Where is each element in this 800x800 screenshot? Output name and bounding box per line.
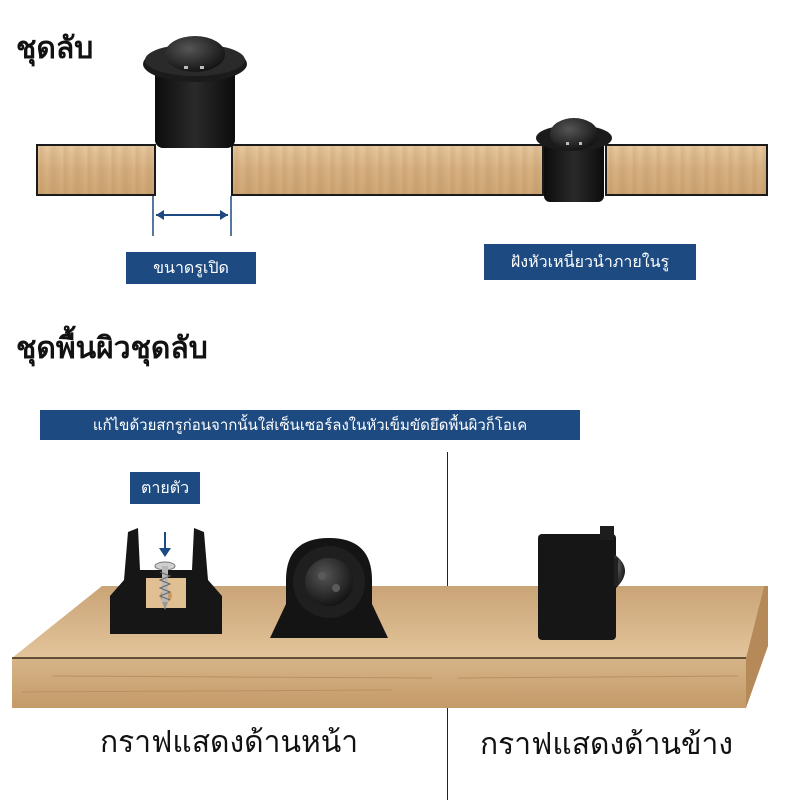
hidden-set-title: ชุดลับ: [16, 31, 94, 66]
wood-plank-right: [605, 144, 768, 196]
embed-label: ฝังหัวเหนี่ยวนำภายในรู: [484, 244, 696, 280]
wood-plank-left: [36, 144, 156, 196]
screw-icon: [154, 561, 176, 610]
sensor-device-floating: [143, 36, 247, 148]
hole-size-label: ขนาดรูเปิด: [126, 252, 256, 284]
front-view-caption: กราฟแสดงด้านหน้า: [100, 725, 359, 760]
instruction-label: แก้ไขด้วยสกรูก่อนจากนั้นใส่เซ็นเซอร์ลงใน…: [40, 410, 580, 440]
arrow-down-icon: [159, 532, 171, 557]
sensor-side-view: [538, 526, 625, 640]
wood-plank-middle: [231, 144, 544, 196]
sensor-front-view: [270, 538, 388, 638]
surface-set-title: ชุดพื้นผิวชุดลับ: [16, 331, 208, 366]
screw-fixed-label: ตายตัว: [130, 472, 200, 504]
sensor-device-embedded: [536, 118, 612, 202]
double-arrow-icon: [152, 196, 232, 236]
side-view-caption: กราฟแสดงด้านข้าง: [480, 727, 733, 762]
